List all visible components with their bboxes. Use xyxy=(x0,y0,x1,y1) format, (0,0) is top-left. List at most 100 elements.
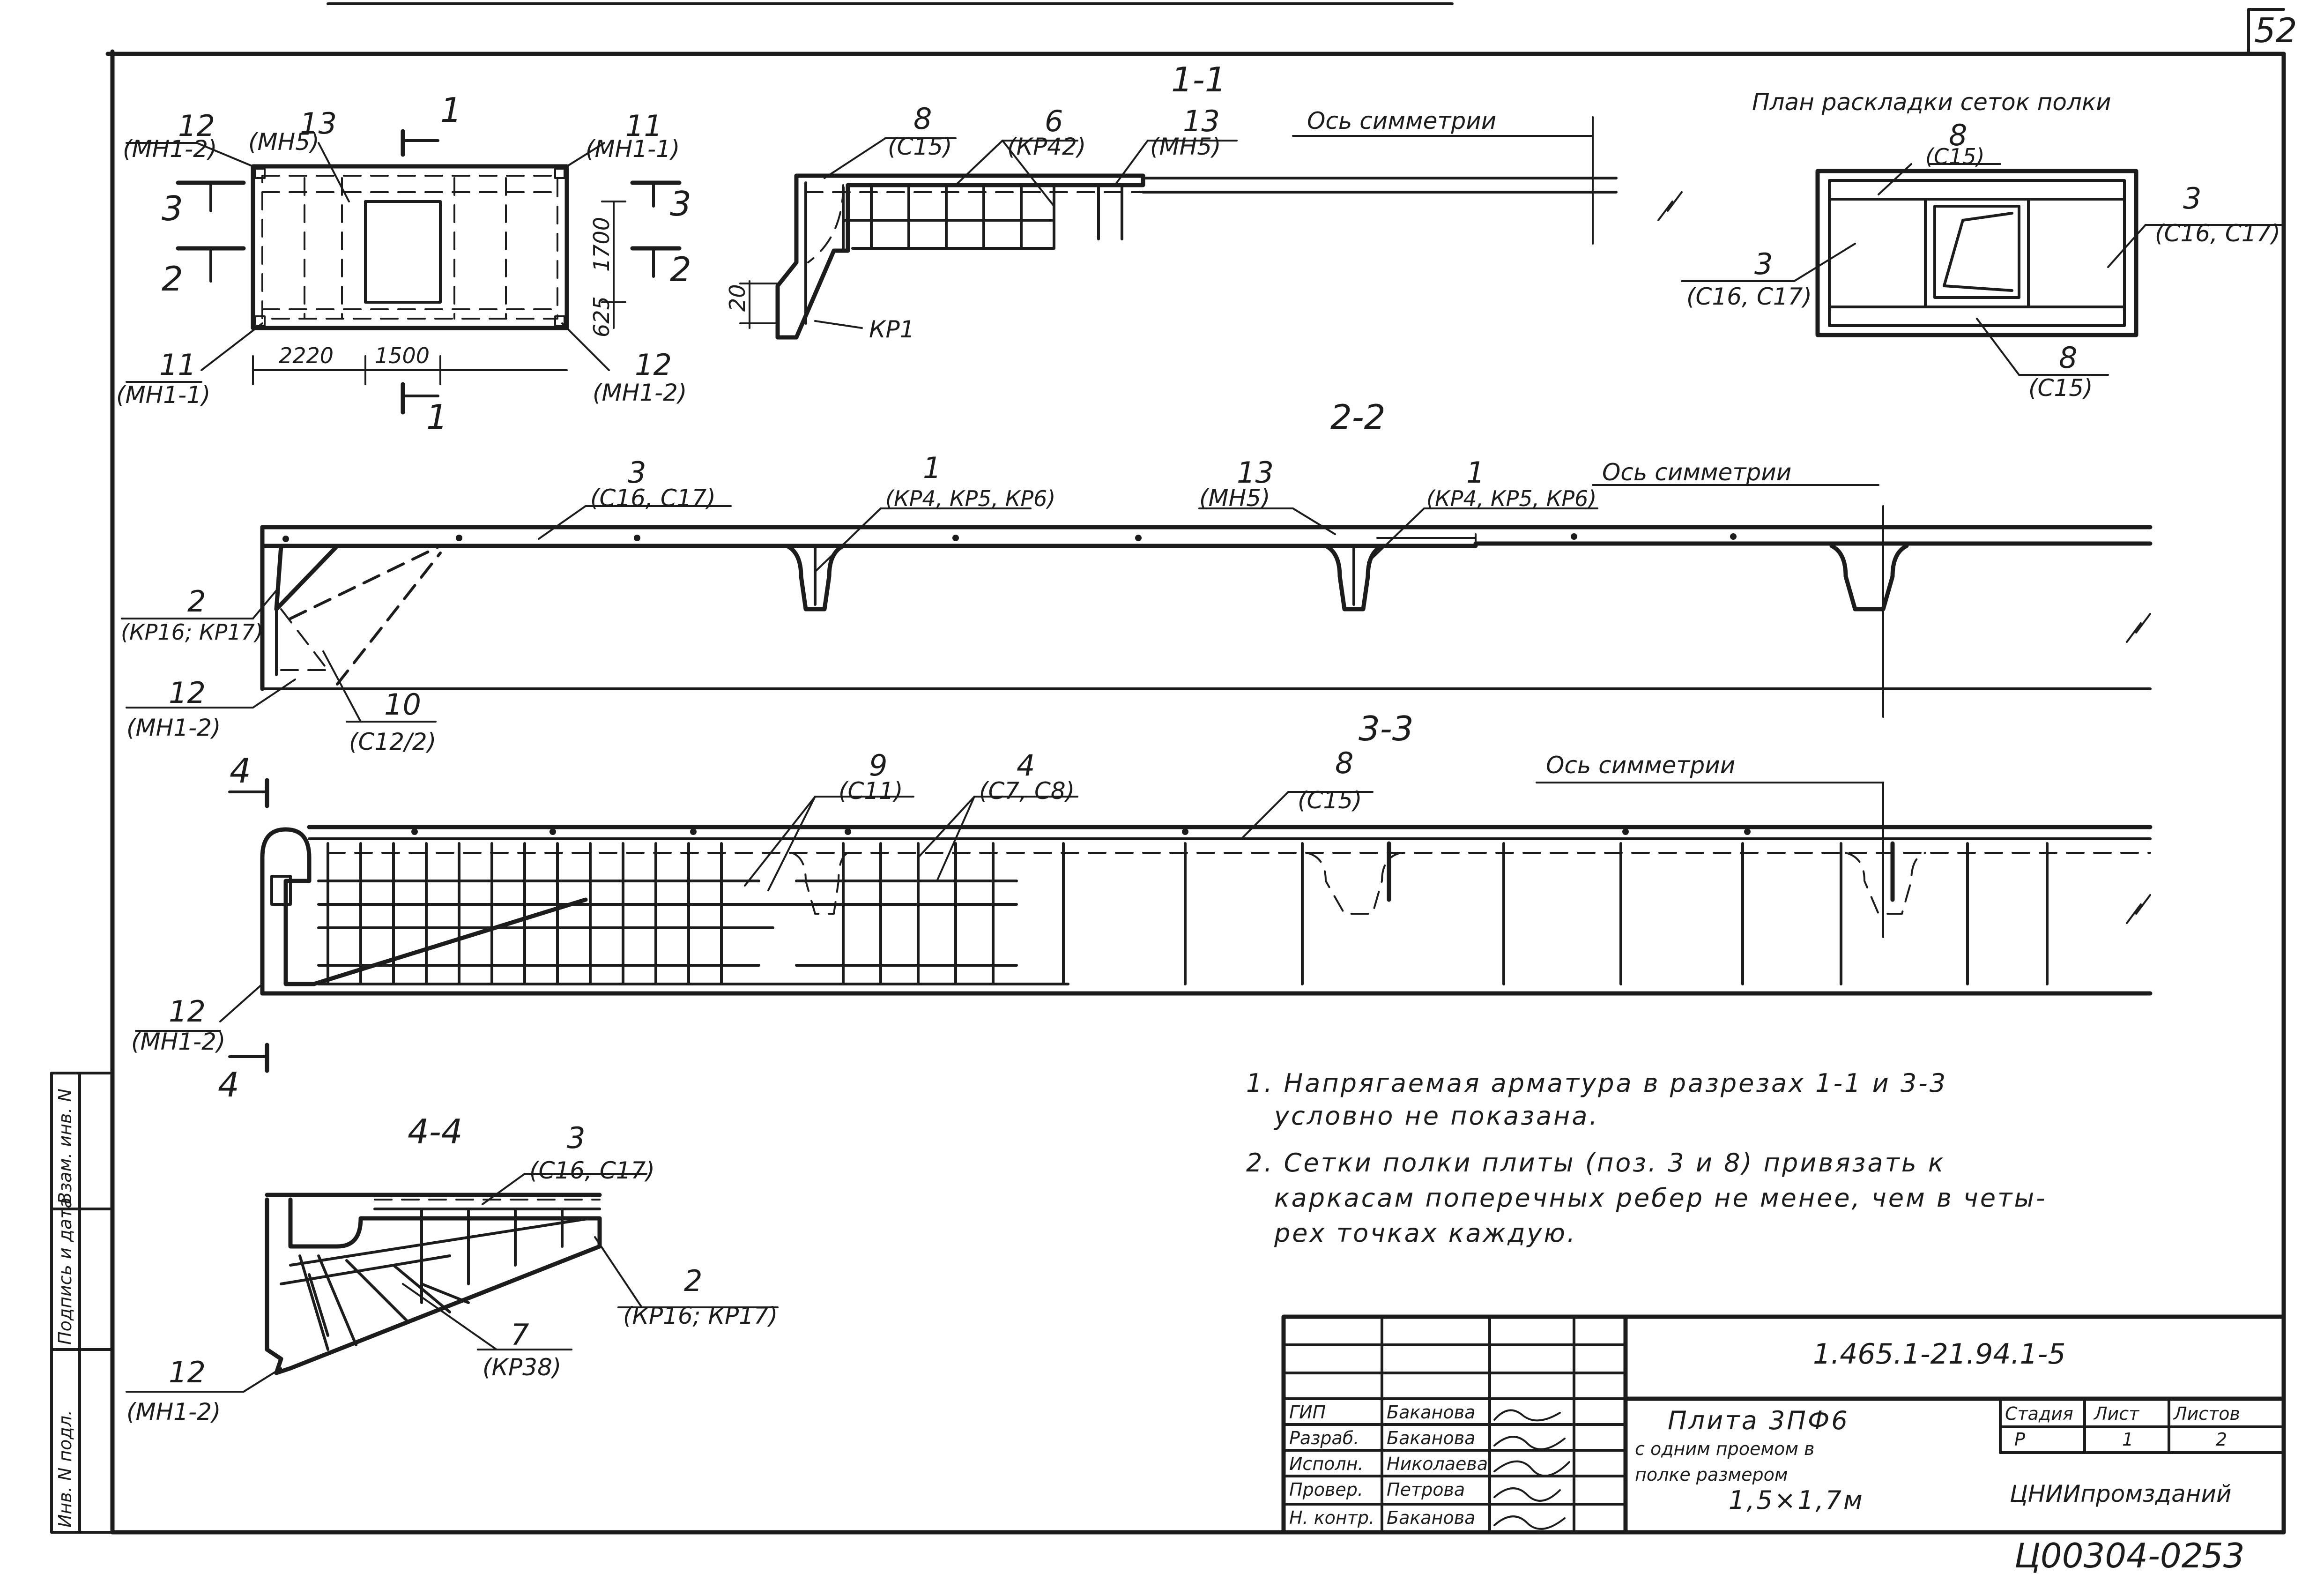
role-name: Петрова xyxy=(1387,1479,1465,1500)
plan-dim: 1700 xyxy=(589,217,614,272)
plan-callout-ref: (МН5) xyxy=(248,128,319,156)
note-line: условно не показана. xyxy=(1273,1101,1599,1131)
role-label: Провер. xyxy=(1289,1479,1363,1500)
s11-callout-ref: (С15) xyxy=(888,133,952,160)
sheet-header: Лист xyxy=(2093,1403,2140,1424)
sheet-frame xyxy=(105,2,2286,1535)
s33-callout-ref: (С7, С8) xyxy=(979,777,1075,805)
s44-callout-num: 7 xyxy=(511,1318,529,1352)
s22-callout-ref: (МН5) xyxy=(1199,485,1270,512)
mesh-callout-num: 3 xyxy=(2183,181,2201,216)
plan-callout-num: 11 xyxy=(159,348,196,382)
mesh-callout-ref: (С16, С17) xyxy=(1686,283,1812,310)
s22-callout-num: 12 xyxy=(169,676,206,710)
plan-callout-num: 12 xyxy=(178,109,215,143)
plan-callout-ref: (МН1-2) xyxy=(123,135,217,163)
s33-section-mark: 4 xyxy=(218,1065,239,1104)
s22-callout-num: 1 xyxy=(1466,455,1485,490)
title-block xyxy=(1281,1314,2286,1535)
doc-code: 1.465.1-21.94.1-5 xyxy=(1813,1338,2066,1371)
s11-callout-num: 6 xyxy=(1045,104,1063,138)
s33-callout-num: 9 xyxy=(869,748,887,783)
s11-callout-num: 8 xyxy=(913,102,932,136)
plan-callout-num: 11 xyxy=(625,109,662,143)
s22-callout-num: 13 xyxy=(1237,455,1274,490)
plan-section-mark: 2 xyxy=(162,259,183,298)
s22-callout-ref: (КР4, КР5, КР6) xyxy=(1426,486,1596,511)
role-name: Баканова xyxy=(1387,1402,1475,1423)
footer-number: 53 xyxy=(2202,1536,2245,1575)
s44-callout-ref: (С16, С17) xyxy=(529,1157,655,1184)
stage-value: Р xyxy=(2014,1429,2025,1450)
role-label: Исполн. xyxy=(1289,1454,1364,1474)
mesh-callout-ref: (С15) xyxy=(2028,374,2093,402)
mesh-plan xyxy=(1681,163,2282,376)
role-label: Н. контр. xyxy=(1289,1507,1374,1528)
mesh-callout-num: 8 xyxy=(2059,341,2077,375)
s11-callout-num: 13 xyxy=(1183,104,1220,138)
plan-callout-ref: (МН1-1) xyxy=(116,381,210,409)
s33-callout-ref: (С15) xyxy=(1298,787,1362,814)
s11-kr-label: КР1 xyxy=(869,316,914,343)
plan-section-mark: 1 xyxy=(440,90,462,130)
stamp-replace-inv: Взам. инв. N xyxy=(55,1089,75,1204)
s11-callout-ref: (КР42) xyxy=(1007,133,1086,160)
sheets-value: 2 xyxy=(2216,1429,2227,1450)
s44-callout-ref: (МН1-2) xyxy=(126,1398,221,1425)
section-2-2-title: 2-2 xyxy=(1330,397,1386,437)
s11-callout-ref: (МН5) xyxy=(1150,133,1221,160)
s33-section-mark: 4 xyxy=(230,751,251,791)
mesh-callout-num: 8 xyxy=(1949,118,1967,152)
s44-callout-ref: (КР16; КР17) xyxy=(623,1302,778,1329)
product-name: Плита 3ПФ6 xyxy=(1668,1406,1849,1435)
organization: ЦНИИпромзданий xyxy=(2010,1480,2231,1507)
plan-view xyxy=(126,129,682,415)
s22-callout-ref: (С16, С17) xyxy=(590,485,716,512)
stamp-sign-date: Подпись и дата xyxy=(55,1197,75,1345)
role-name: Николаева xyxy=(1387,1454,1488,1474)
role-name: Баканова xyxy=(1387,1428,1475,1448)
s33-callout-num: 4 xyxy=(1017,748,1035,783)
s22-callout-ref: (С12/2) xyxy=(349,728,436,755)
s22-callout-num: 1 xyxy=(923,451,941,485)
s44-callout-ref: (КР38) xyxy=(483,1354,561,1381)
s22-callout-num: 2 xyxy=(187,584,206,619)
s44-callout-num: 12 xyxy=(169,1355,206,1389)
s33-axis-label: Ось симметрии xyxy=(1546,752,1735,779)
section-4-4-title: 4-4 xyxy=(408,1112,463,1151)
product-name: полке размером xyxy=(1635,1464,1788,1485)
sheets-header: Листов xyxy=(2173,1403,2240,1424)
s44-callout-num: 3 xyxy=(567,1121,585,1155)
plan-section-mark: 3 xyxy=(670,184,691,224)
section-3-3-title: 3-3 xyxy=(1359,709,1414,748)
mesh-callout-ref: (С16, С17) xyxy=(2155,220,2280,247)
role-name: Баканова xyxy=(1387,1507,1475,1528)
product-name: с одним проемом в xyxy=(1635,1439,1814,1459)
section-4-4 xyxy=(126,1173,779,1393)
plan-callout-ref: (МН1-2) xyxy=(593,379,687,406)
s22-callout-ref: (КР4, КР5, КР6) xyxy=(885,486,1055,511)
section-3-3 xyxy=(135,778,2153,1073)
s33-callout-num: 12 xyxy=(169,994,206,1029)
mesh-callout-num: 3 xyxy=(1754,247,1773,281)
plan-dim: 1500 xyxy=(375,343,430,368)
note-line: 2. Сетки полки плиты (поз. 3 и 8) привяз… xyxy=(1246,1148,1945,1178)
plan-section-mark: 2 xyxy=(670,250,691,289)
role-label: ГИП xyxy=(1289,1402,1326,1423)
note-line: каркасам поперечных ребер не менее, чем … xyxy=(1274,1183,2047,1213)
s44-callout-num: 2 xyxy=(684,1264,702,1298)
s22-callout-ref: (КР16; КР17) xyxy=(121,619,263,645)
plan-callout-num: 12 xyxy=(635,348,672,382)
plan-callout-ref: (МН1-1) xyxy=(586,135,680,163)
s33-callout-num: 8 xyxy=(1335,746,1353,780)
note-line: 1. Напрягаемая арматура в разрезах 1-1 и… xyxy=(1246,1068,1947,1098)
side-stamp xyxy=(50,1072,114,1534)
s11-dim: 20 xyxy=(725,284,750,312)
s22-callout-ref: (МН1-2) xyxy=(126,714,221,741)
note-line: рех точках каждую. xyxy=(1274,1218,1577,1248)
plan-dim: 2220 xyxy=(279,343,334,368)
s22-callout-num: 3 xyxy=(628,455,646,490)
page-number: 52 xyxy=(2254,11,2297,50)
product-name: 1,5×1,7м xyxy=(1729,1485,1864,1515)
